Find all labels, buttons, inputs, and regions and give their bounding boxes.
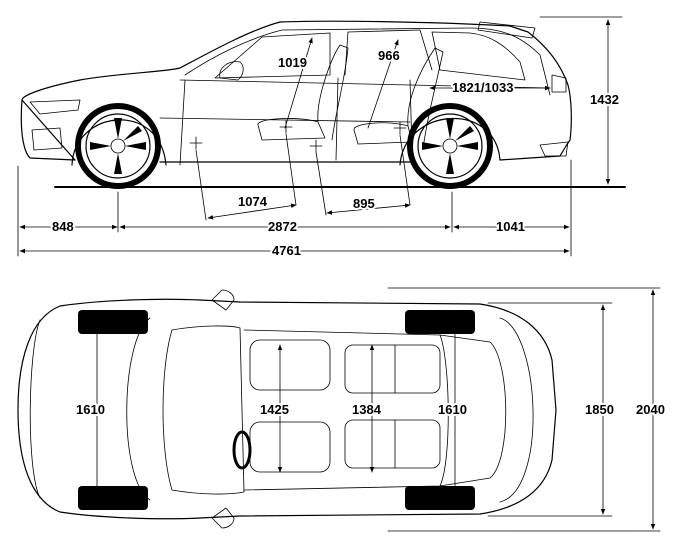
front-track-label: 1610 — [76, 402, 105, 417]
top-seats — [249, 339, 441, 473]
body-width-label: 1850 — [585, 402, 614, 417]
side-body-outline — [20, 20, 572, 163]
front-wheel — [75, 103, 161, 189]
front-headroom-label: 1019 — [278, 55, 307, 70]
front-right-tyre — [78, 486, 148, 510]
wheelbase-label: 2872 — [268, 219, 297, 234]
front-shoulder-label: 1425 — [260, 402, 289, 417]
front-legroom-label: 1074 — [238, 194, 268, 209]
steering-wheel-icon — [232, 430, 252, 470]
cargo-length-label: 1821/1033 — [452, 80, 513, 95]
top-body-outline — [17, 298, 557, 520]
rear-right-tyre — [405, 486, 475, 510]
rear-headroom-label: 966 — [378, 48, 400, 63]
right-mirror — [211, 507, 235, 529]
overall-length-label: 4761 — [272, 243, 301, 258]
rear-wheel — [407, 103, 493, 189]
top-view: 1610 1425 1384 1610 1850 2040 — [17, 287, 667, 532]
front-left-tyre — [78, 310, 148, 334]
rear-left-tyre — [405, 310, 475, 334]
side-view: 1019 966 1821/1033 1432 1074 895 848 287… — [17, 16, 626, 260]
rear-shoulder-label: 1384 — [352, 402, 382, 417]
rear-legroom-label: 895 — [353, 196, 375, 211]
rear-track-label: 1610 — [438, 402, 467, 417]
rear-overhang-label: 1041 — [496, 219, 525, 234]
front-seat — [257, 44, 349, 141]
front-overhang-label: 848 — [52, 219, 74, 234]
rear-seat — [353, 47, 444, 145]
height-label: 1432 — [590, 92, 619, 107]
mirror-width-label: 2040 — [636, 402, 665, 417]
left-mirror — [211, 289, 235, 311]
